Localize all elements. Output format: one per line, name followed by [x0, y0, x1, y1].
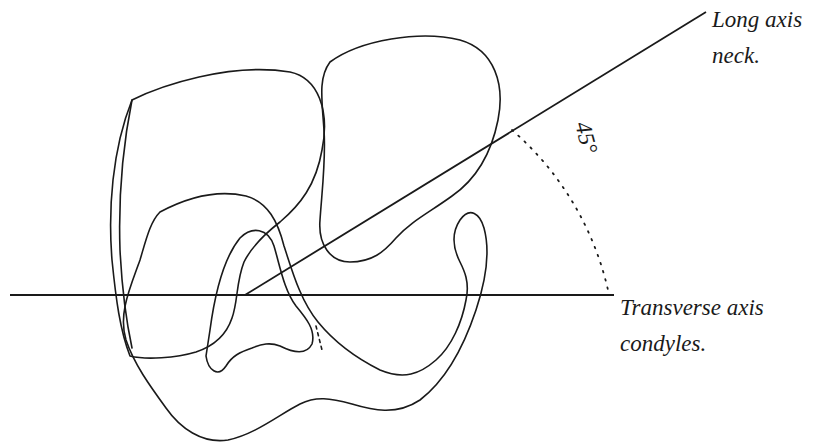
cortex-line	[120, 100, 132, 348]
neck-axis	[245, 12, 706, 295]
trochanter-outline	[111, 70, 325, 358]
angle-label: 45°	[561, 104, 611, 171]
notch-dash	[316, 326, 322, 350]
condyles-outline	[123, 194, 486, 441]
axis-label: Transverse axis condyles.	[620, 290, 820, 361]
axis-label: Long axis neck.	[712, 2, 822, 73]
transverse-axis	[10, 294, 614, 296]
intercondylar-notch	[206, 230, 313, 371]
head-outline	[320, 36, 500, 262]
